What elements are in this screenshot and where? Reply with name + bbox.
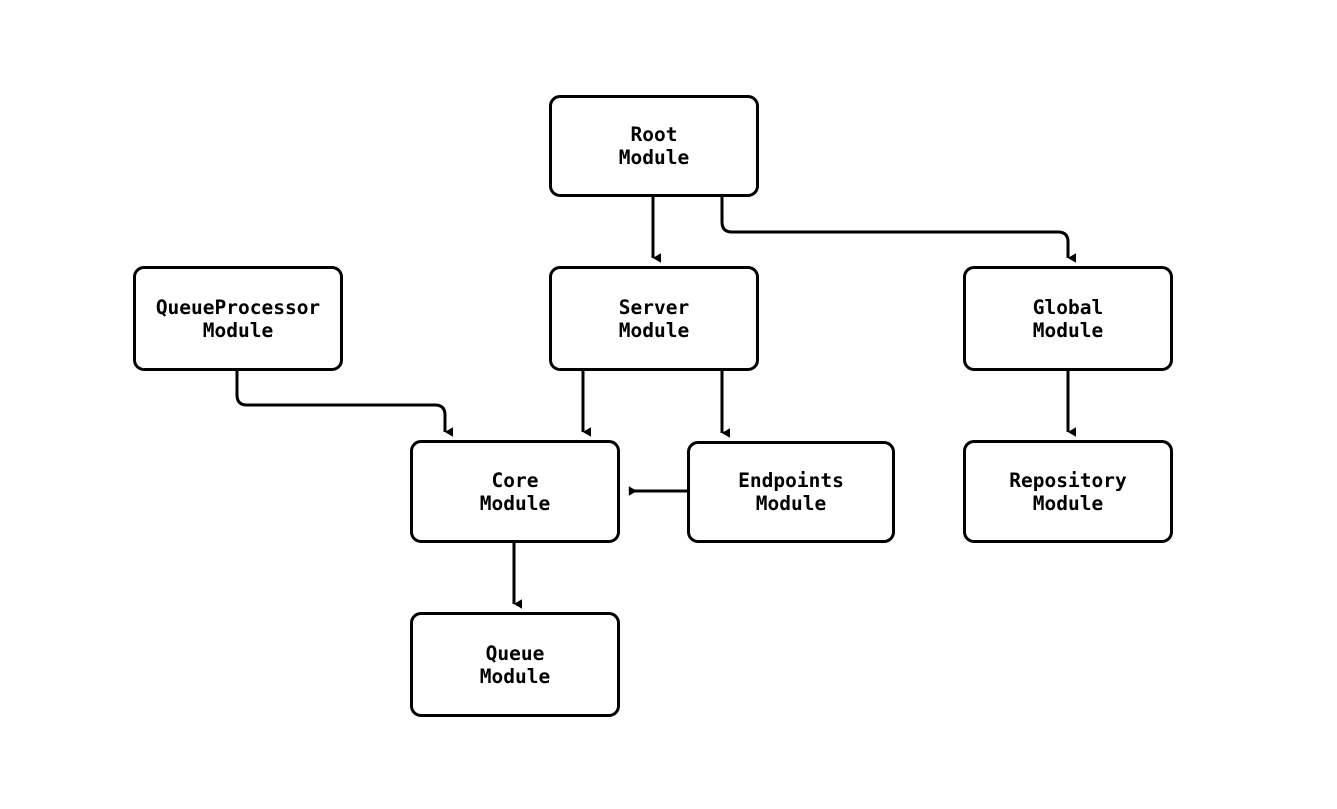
node-label-root-module: Root Module: [618, 123, 690, 169]
node-root-module[interactable]: Root Module: [549, 95, 759, 197]
node-server-module[interactable]: Server Module: [549, 266, 759, 371]
edge-root-to-global: [720, 197, 1076, 263]
node-endpoints-module[interactable]: Endpoints Module: [687, 441, 895, 543]
node-label-global-module: Global Module: [1032, 295, 1104, 342]
node-core-module[interactable]: Core Module: [410, 440, 620, 543]
node-global-module[interactable]: Global Module: [963, 266, 1173, 371]
node-label-endpoints-module: Endpoints Module: [738, 469, 844, 515]
node-label-queue-module: Queue Module: [479, 641, 551, 688]
node-label-queueprocessor-module: QueueProcessor Module: [155, 295, 321, 342]
node-queue-module[interactable]: Queue Module: [410, 612, 620, 717]
node-label-core-module: Core Module: [479, 468, 551, 515]
node-repository-module[interactable]: Repository Module: [963, 440, 1173, 543]
node-label-repository-module: Repository Module: [1009, 468, 1127, 515]
node-label-server-module: Server Module: [618, 295, 690, 342]
node-queueprocessor-module[interactable]: QueueProcessor Module: [133, 266, 343, 371]
edge-queueprocessor-to-core: [235, 371, 453, 437]
